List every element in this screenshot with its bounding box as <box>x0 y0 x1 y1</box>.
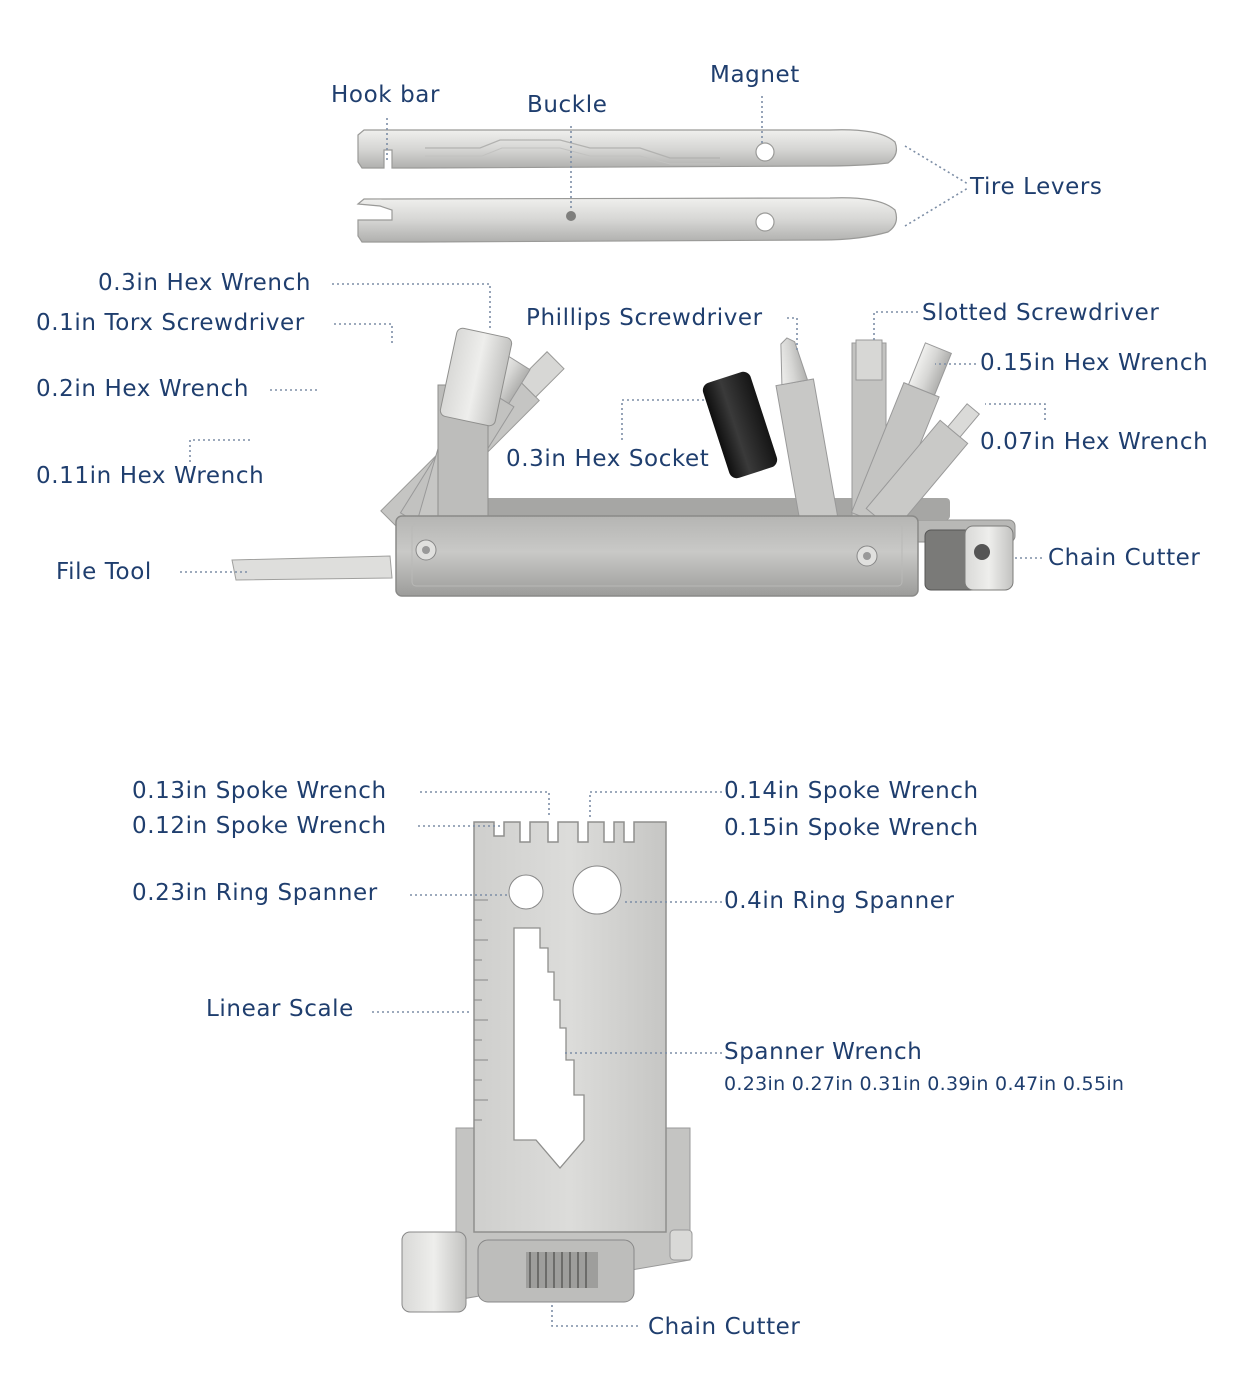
label-hex-wrench-015: 0.15in Hex Wrench <box>980 350 1209 376</box>
magnet-hole <box>755 142 775 162</box>
label-slotted-screwdriver: Slotted Screwdriver <box>922 300 1160 326</box>
tire-lever-bottom <box>356 197 898 243</box>
label-hex-wrench-007: 0.07in Hex Wrench <box>980 429 1209 455</box>
label-ring-spanner-04: 0.4in Ring Spanner <box>724 888 955 914</box>
spanner-wrench-slot <box>513 927 585 1169</box>
ring-spanner-023 <box>508 874 544 910</box>
label-linear-scale: Linear Scale <box>206 996 354 1022</box>
tire-lever-top <box>357 129 898 169</box>
label-file-tool: File Tool <box>56 559 152 585</box>
hex-socket-03 <box>702 371 778 479</box>
buckle-hole <box>566 211 576 221</box>
label-ring-spanner-023: 0.23in Ring Spanner <box>132 880 378 906</box>
phillips-screwdriver <box>775 337 839 525</box>
label-chain-cutter-top: Chain Cutter <box>1048 545 1201 571</box>
hex-wrench-03 <box>439 327 513 427</box>
label-hook-bar: Hook bar <box>331 82 441 108</box>
label-spanner-wrench: Spanner Wrench <box>724 1039 923 1065</box>
card-tool <box>401 821 693 1313</box>
label-hex-wrench-011: 0.11in Hex Wrench <box>36 463 265 489</box>
label-spoke-wrench-014: 0.14in Spoke Wrench <box>724 778 979 804</box>
label-magnet: Magnet <box>710 62 800 88</box>
label-torx-screwdriver: 0.1in Torx Screwdriver <box>36 310 305 336</box>
label-tire-levers: Tire Levers <box>970 174 1103 200</box>
folding-multitool <box>231 327 1016 597</box>
hex-wrench-007 <box>865 403 981 533</box>
label-spanner-sizes: 0.23in 0.27in 0.31in 0.39in 0.47in 0.55i… <box>724 1073 1125 1095</box>
label-spoke-wrench-013: 0.13in Spoke Wrench <box>132 778 387 804</box>
label-hex-wrench-02: 0.2in Hex Wrench <box>36 376 250 402</box>
label-hex-wrench-03: 0.3in Hex Wrench <box>98 270 312 296</box>
label-spoke-wrench-012: 0.12in Spoke Wrench <box>132 813 387 839</box>
label-spoke-wrench-015: 0.15in Spoke Wrench <box>724 815 979 841</box>
ring-spanner-04 <box>572 865 622 915</box>
multitool-body <box>395 515 919 597</box>
label-phillips-screwdriver: Phillips Screwdriver <box>526 305 763 331</box>
label-buckle: Buckle <box>527 92 608 118</box>
label-chain-cutter-bottom: Chain Cutter <box>648 1314 801 1340</box>
linear-scale-ruler <box>474 899 488 1121</box>
label-hex-socket-03: 0.3in Hex Socket <box>506 446 710 472</box>
